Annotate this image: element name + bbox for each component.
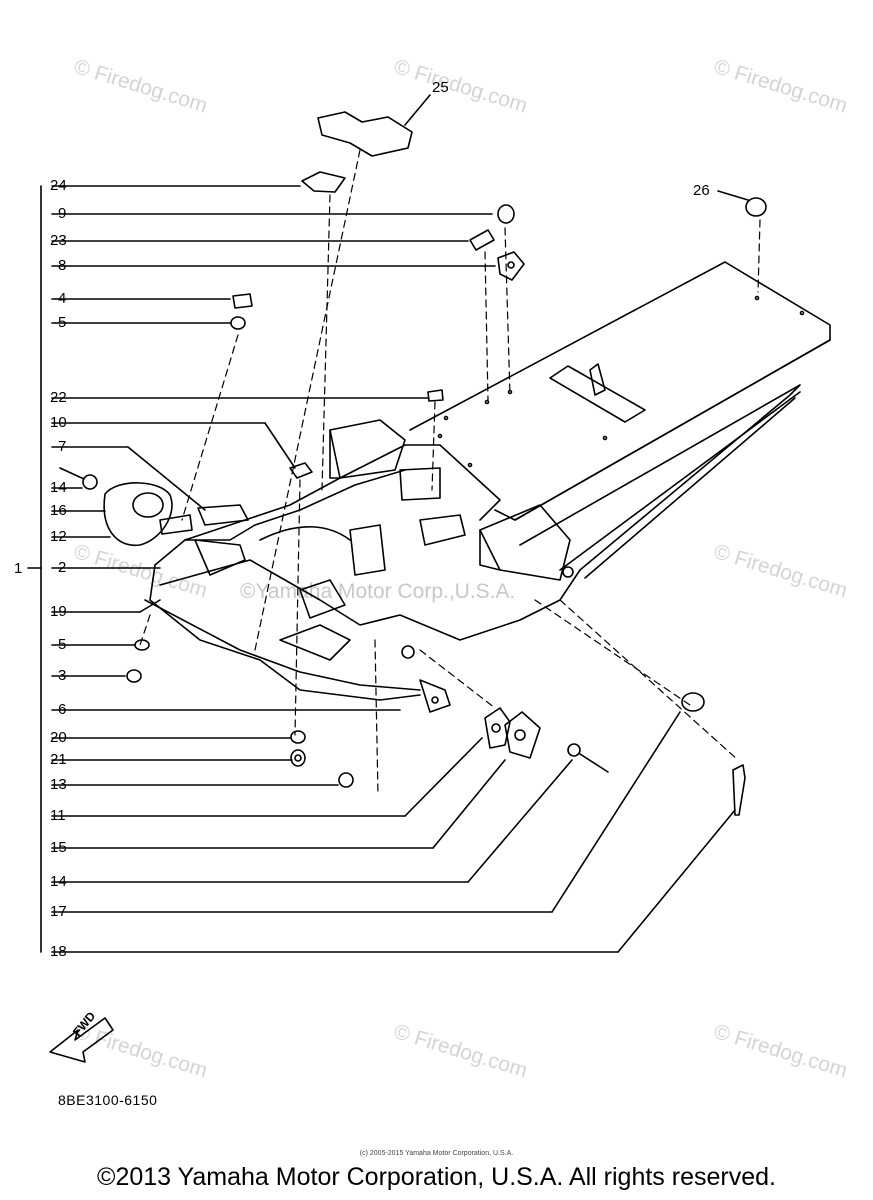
callout-label: 7 [58,438,67,455]
callout-label: 11 [50,807,66,824]
callout-label: 4 [58,290,67,307]
callout-label: 6 [58,701,67,718]
callout-label: 8 [58,257,67,274]
callout-label: 14 [50,873,67,890]
callout-label: 24 [50,177,67,194]
callout-label: 13 [50,776,67,793]
callout-label: 9 [58,205,67,222]
callout-label: 10 [50,414,67,431]
callout-label: 5 [58,314,67,331]
callout-label: 22 [50,389,67,406]
center-watermark: ©Yamaha Motor Corp.,U.S.A. [240,580,516,603]
callout-label: 3 [58,667,67,684]
callout-label: 5 [58,636,67,653]
callout-label: 2 [58,559,67,576]
callout-label: 17 [50,903,67,920]
callout-label: 16 [50,502,67,519]
copyright-notice: ©2013 Yamaha Motor Corporation, U.S.A. A… [97,1163,776,1191]
callout-label: 14 [50,479,67,496]
callout-label: 26 [693,182,710,199]
callout-label: 20 [50,729,67,746]
callout-label: 18 [50,943,67,960]
callout-label: 15 [50,839,67,856]
callout-label: 1 [14,560,23,577]
part-code: 8BE3100-6150 [58,1092,158,1108]
callout-label: 12 [50,528,67,545]
callout-label: 21 [50,751,67,768]
small-copyright: (c) 2005-2015 Yamaha Motor Corporation, … [359,1150,514,1157]
callout-label: 19 [50,603,67,620]
callout-label: 23 [50,232,67,249]
callout-label: 25 [432,79,449,96]
